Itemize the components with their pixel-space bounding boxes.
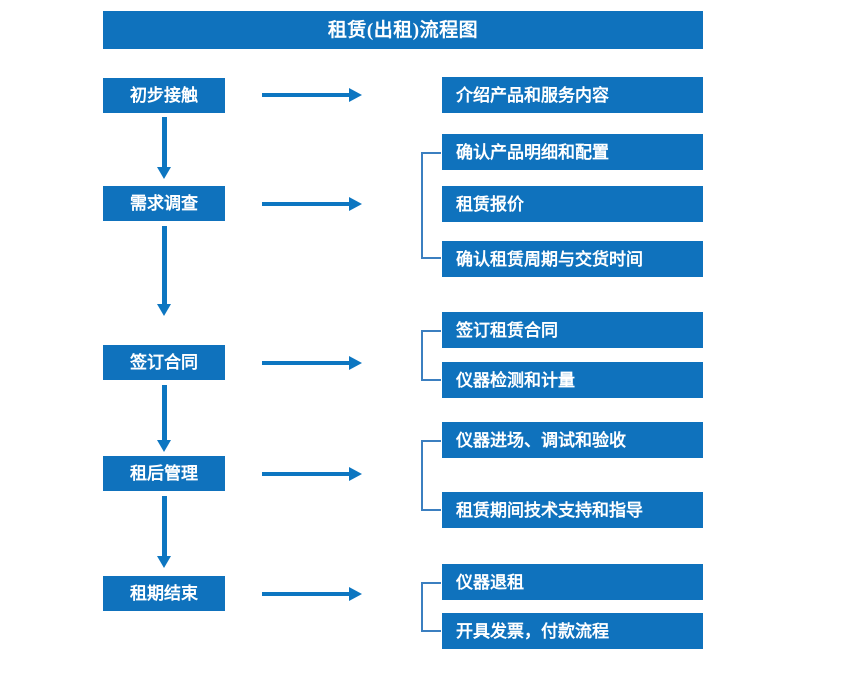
group-bracket-stage-2	[421, 152, 441, 259]
arrow-head	[157, 304, 171, 316]
detail-box-2-2[interactable]: 租赁报价	[442, 186, 703, 222]
group-bracket-stage-5	[421, 582, 441, 632]
arrow-down-stage-1-to-2	[157, 117, 171, 179]
detail-label: 租赁期间技术支持和指导	[456, 500, 643, 520]
detail-label: 仪器进场、调试和验收	[456, 430, 626, 450]
detail-box-2-1[interactable]: 确认产品明细和配置	[442, 134, 703, 170]
detail-box-1-1[interactable]: 介绍产品和服务内容	[442, 77, 703, 113]
detail-label: 租赁报价	[456, 194, 524, 214]
diagram-title: 租赁(出租)流程图	[327, 19, 479, 41]
detail-label: 签订租赁合同	[456, 320, 558, 340]
arrow-shaft	[162, 117, 167, 167]
arrow-head	[349, 197, 362, 211]
detail-label: 确认产品明细和配置	[456, 142, 609, 162]
arrow-shaft	[262, 202, 350, 206]
stage-label: 需求调查	[130, 194, 198, 213]
arrow-down-stage-4-to-5	[157, 496, 171, 568]
detail-label: 介绍产品和服务内容	[456, 85, 609, 105]
detail-box-5-1[interactable]: 仪器退租	[442, 564, 703, 600]
arrow-shaft	[262, 93, 350, 97]
group-bracket-stage-4	[421, 440, 441, 511]
detail-box-3-2[interactable]: 仪器检测和计量	[442, 362, 703, 398]
stage-box-post-lease-management[interactable]: 租后管理	[103, 456, 225, 491]
arrow-shaft	[162, 226, 167, 304]
arrow-right-stage-2	[262, 197, 362, 211]
stage-box-sign-contract[interactable]: 签订合同	[103, 345, 225, 380]
arrow-head	[349, 356, 362, 370]
arrow-right-stage-5	[262, 587, 362, 601]
detail-box-5-2[interactable]: 开具发票，付款流程	[442, 613, 703, 649]
arrow-down-stage-3-to-4	[157, 385, 171, 452]
arrow-right-stage-1	[262, 88, 362, 102]
arrow-head	[349, 587, 362, 601]
arrow-shaft	[262, 472, 350, 476]
detail-label: 确认租赁周期与交货时间	[456, 249, 643, 269]
stage-box-demand-survey[interactable]: 需求调查	[103, 186, 225, 221]
arrow-right-stage-3	[262, 356, 362, 370]
arrow-down-stage-2-to-3	[157, 226, 171, 316]
detail-box-2-3[interactable]: 确认租赁周期与交货时间	[442, 241, 703, 277]
detail-box-4-2[interactable]: 租赁期间技术支持和指导	[442, 492, 703, 528]
arrow-right-stage-4	[262, 467, 362, 481]
arrow-shaft	[262, 592, 350, 596]
stage-box-initial-contact[interactable]: 初步接触	[103, 78, 225, 113]
arrow-head	[349, 467, 362, 481]
arrow-shaft	[162, 385, 167, 440]
detail-label: 仪器检测和计量	[456, 370, 575, 390]
arrow-shaft	[162, 496, 167, 556]
arrow-head	[349, 88, 362, 102]
arrow-head	[157, 440, 171, 452]
detail-box-3-1[interactable]: 签订租赁合同	[442, 312, 703, 348]
arrow-shaft	[262, 361, 350, 365]
arrow-head	[157, 556, 171, 568]
stage-label: 租后管理	[130, 464, 198, 483]
group-bracket-stage-3	[421, 330, 441, 381]
stage-label: 租期结束	[130, 584, 198, 603]
detail-box-4-1[interactable]: 仪器进场、调试和验收	[442, 422, 703, 458]
diagram-title-bar: 租赁(出租)流程图	[103, 11, 703, 49]
stage-label: 签订合同	[130, 353, 198, 372]
detail-label: 仪器退租	[456, 572, 524, 592]
detail-label: 开具发票，付款流程	[456, 621, 609, 641]
stage-box-lease-end[interactable]: 租期结束	[103, 576, 225, 611]
stage-label: 初步接触	[130, 86, 198, 105]
arrow-head	[157, 167, 171, 179]
